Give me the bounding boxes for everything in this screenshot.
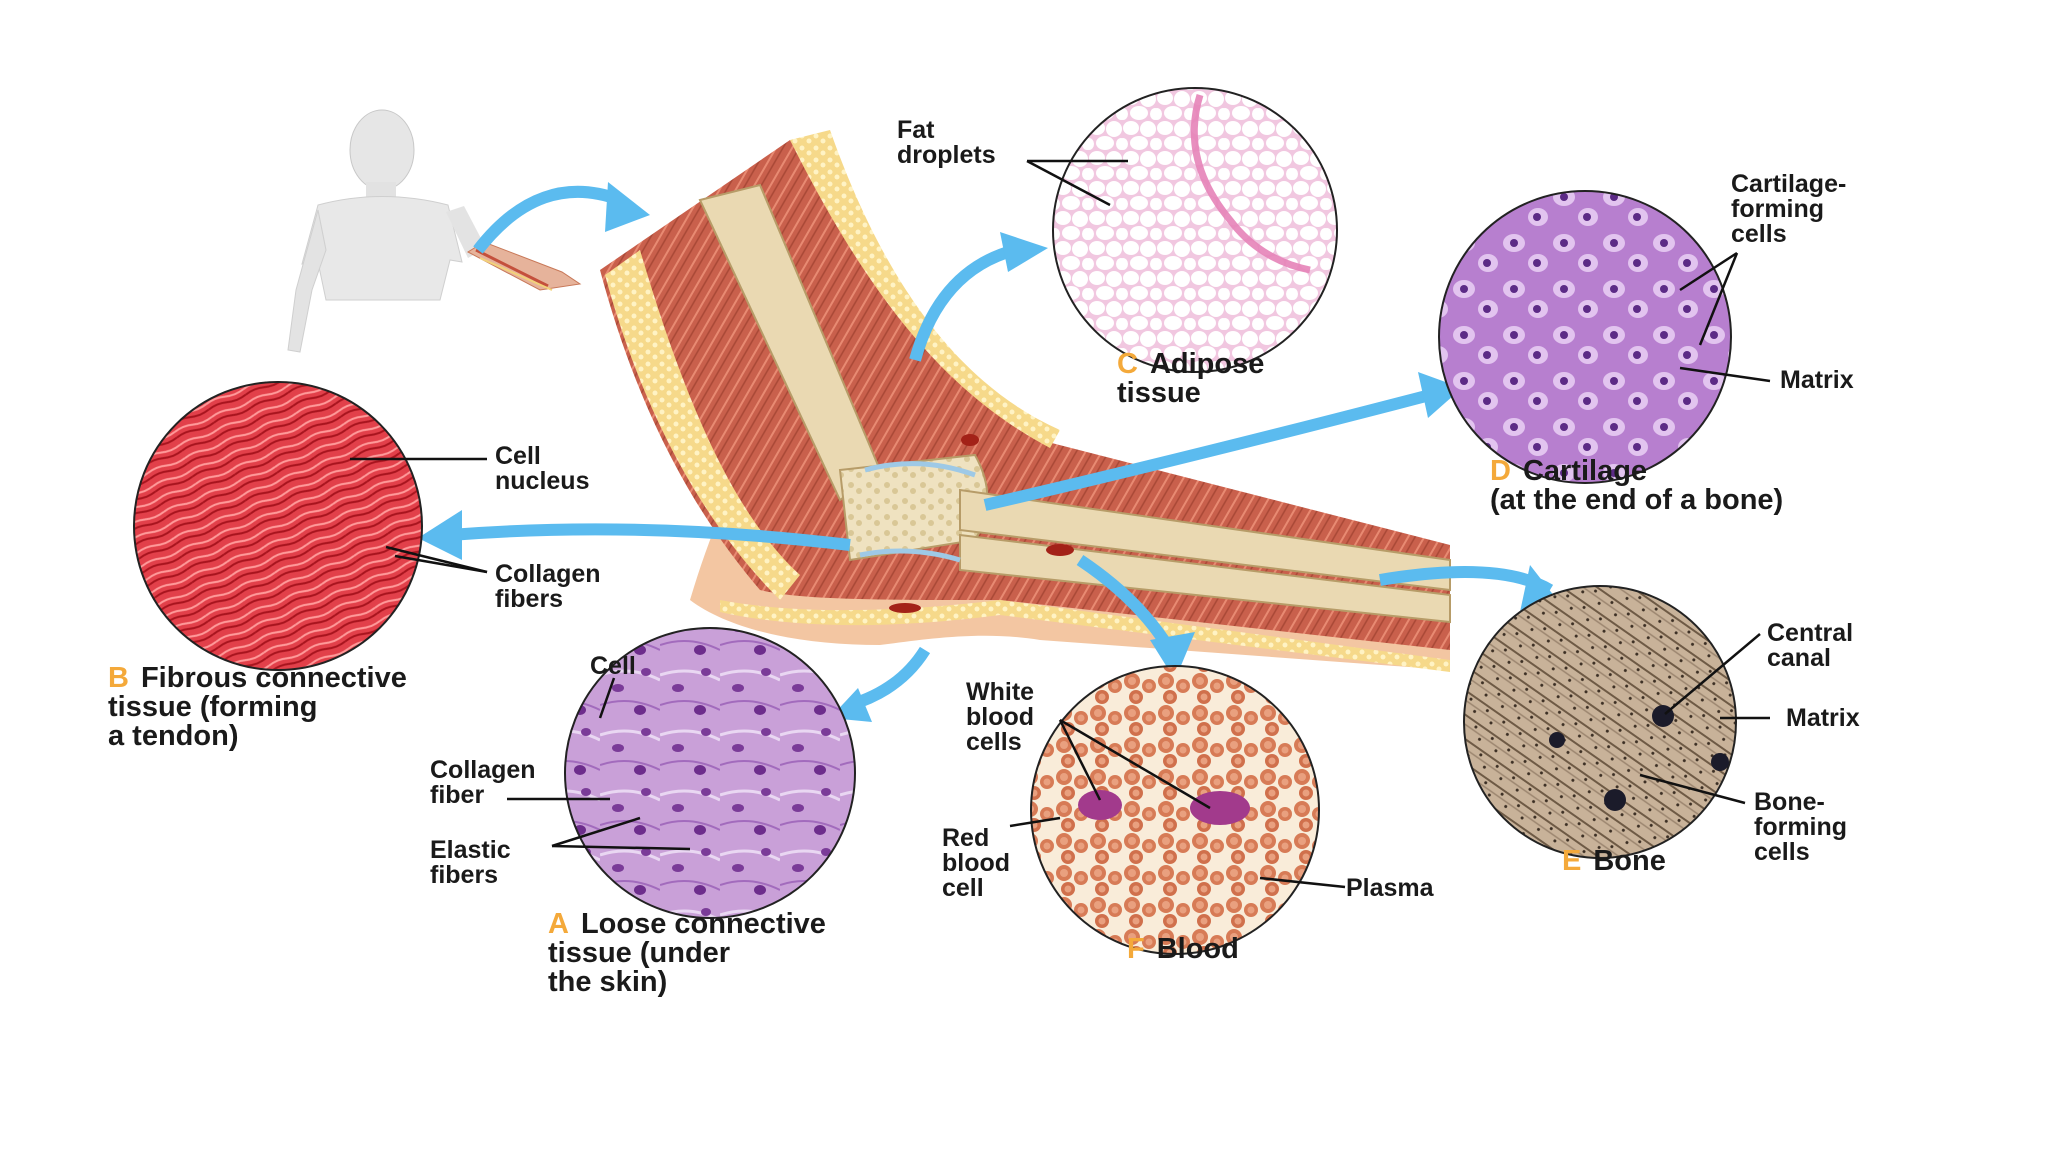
- label-collagen-fibers: Collagen fibers: [495, 560, 601, 613]
- human-figure: [287, 109, 582, 353]
- label-fat-droplets: Fat droplets: [897, 116, 996, 169]
- arrow-to-fibrous: [449, 523, 851, 551]
- label-cell: Cell: [590, 652, 636, 680]
- arrow-to-cartilage: [983, 389, 1432, 511]
- label-white-blood-cells: White blood cells: [966, 678, 1035, 756]
- label-cartilage-matrix: Matrix: [1780, 366, 1854, 394]
- micrograph-cartilage: [1438, 190, 1732, 484]
- label-cartilage-forming-cells: Cartilage- forming cells: [1731, 170, 1847, 248]
- letter-e: E: [1562, 845, 1582, 877]
- leader-lines: [350, 159, 1771, 889]
- letter-c: C: [1117, 348, 1138, 380]
- micrograph-loose: [564, 627, 856, 919]
- micrograph-fibrous: [133, 381, 423, 671]
- label-red-blood-cell: Red blood cell: [942, 824, 1011, 902]
- micrograph-bone: [1463, 585, 1737, 859]
- letter-f: F: [1127, 933, 1145, 965]
- letter-d: D: [1490, 455, 1511, 487]
- label-collagen-fiber: Collagen fiber: [430, 756, 536, 809]
- micrograph-blood: [1030, 665, 1320, 955]
- arrows: [449, 185, 1554, 711]
- label-plasma: Plasma: [1346, 874, 1434, 902]
- letter-b: B: [108, 662, 129, 694]
- label-cell-nucleus: Cell nucleus: [495, 442, 590, 495]
- micrograph-adipose: [1052, 87, 1338, 373]
- arrow-figure-to-arm: [473, 185, 623, 254]
- label-elastic-fibers: Elastic fibers: [430, 836, 511, 889]
- label-central-canal: Central canal: [1767, 619, 1854, 672]
- label-bone-matrix: Matrix: [1786, 704, 1860, 732]
- letter-a: A: [548, 908, 569, 940]
- arrow-to-adipose: [909, 244, 1017, 362]
- label-bone-forming-cells: Bone- forming cells: [1754, 788, 1848, 866]
